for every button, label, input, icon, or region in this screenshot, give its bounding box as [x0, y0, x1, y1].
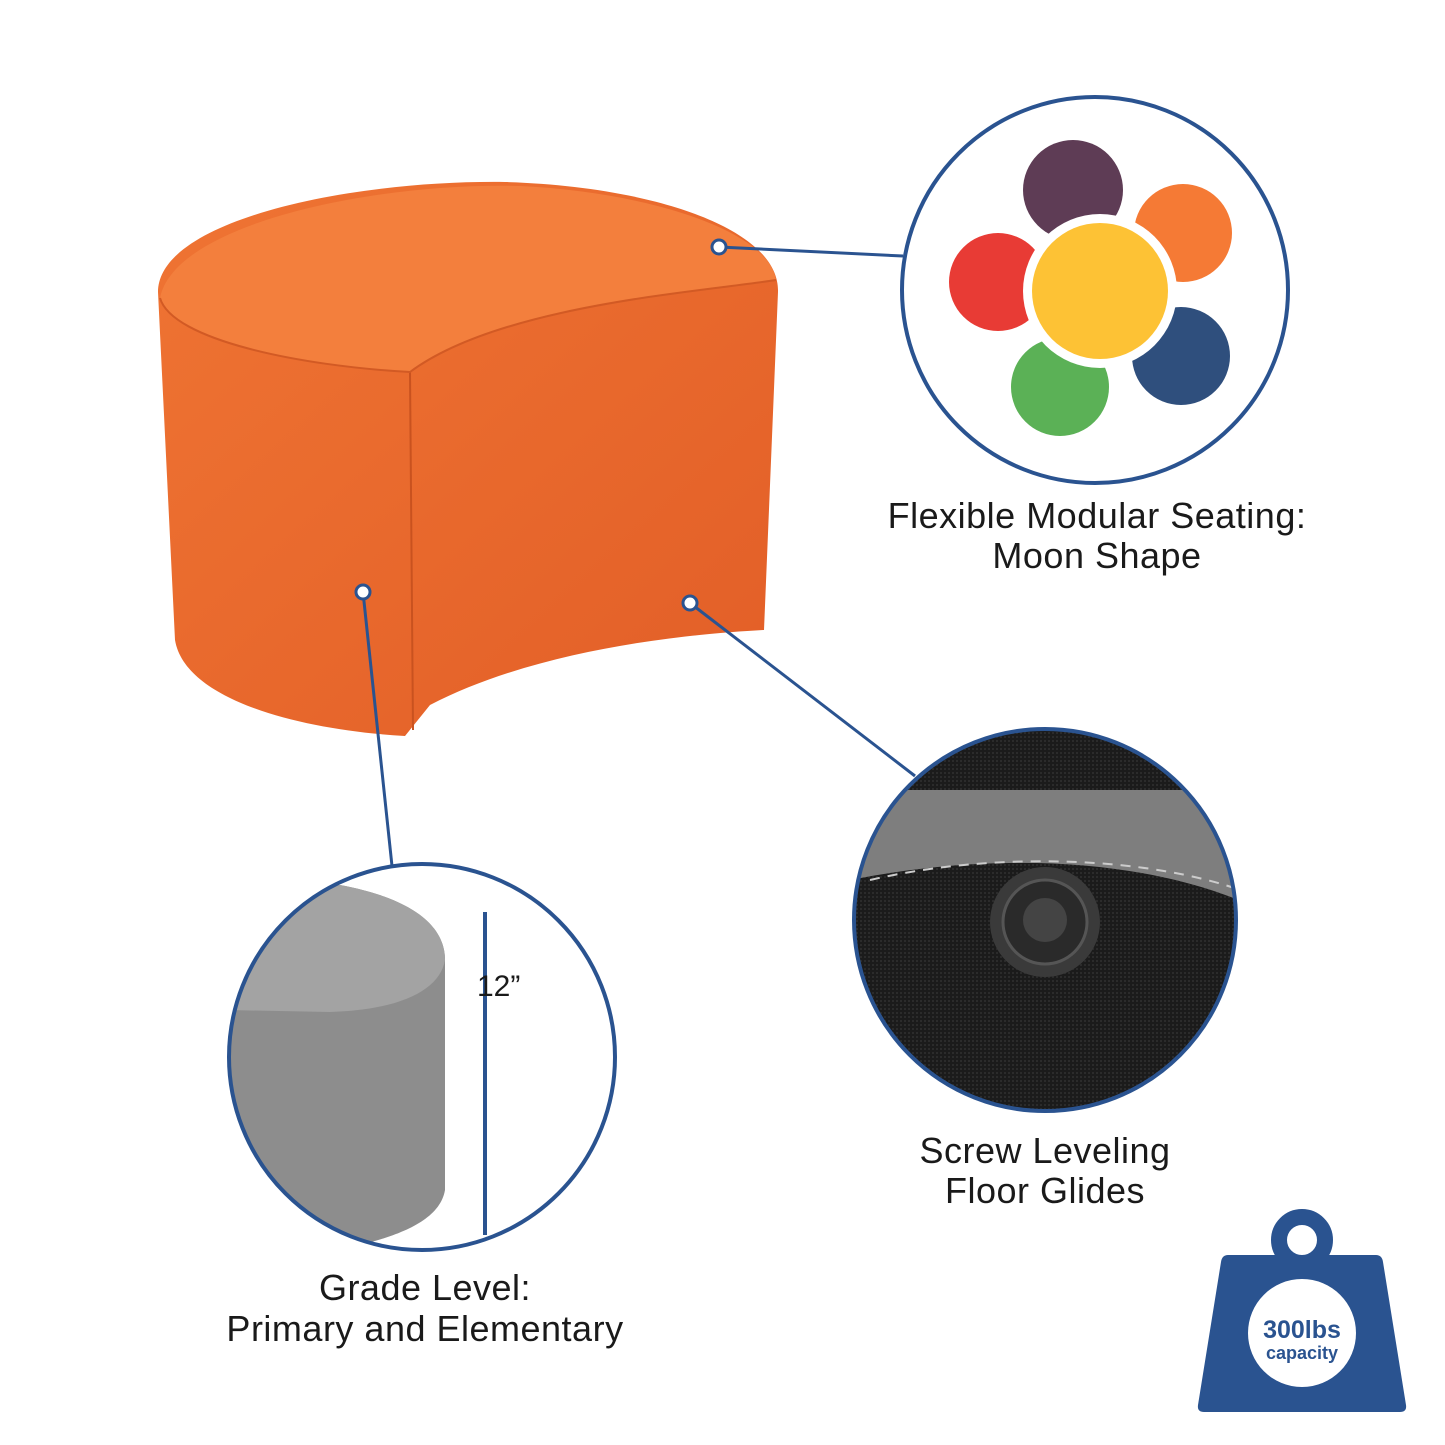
stool-height-photo: [227, 862, 617, 1252]
glides-caption-line2: Floor Glides: [944, 1170, 1146, 1211]
capacity-value: 300lbs: [1263, 1316, 1341, 1344]
seating-caption-line1: Flexible Modular Seating:: [887, 495, 1307, 536]
grade-caption-line2: Primary and Elementary: [226, 1308, 624, 1349]
glides-caption-line1: Screw Leveling: [919, 1130, 1171, 1171]
callout-dots: [354, 238, 728, 612]
capacity-label: capacity: [1265, 1343, 1339, 1363]
grade-caption-line1: Grade Level:: [318, 1267, 532, 1308]
flower-arrangement-icon: [900, 95, 1290, 485]
floor-glide-photo: [852, 727, 1238, 1113]
height-dimension-label: 12”: [477, 970, 521, 1003]
orange-moon-stool: [158, 181, 779, 736]
weight-icon: [1197, 1209, 1407, 1412]
seating-caption-line2: Moon Shape: [992, 535, 1202, 576]
leader-lines: [361, 245, 916, 867]
